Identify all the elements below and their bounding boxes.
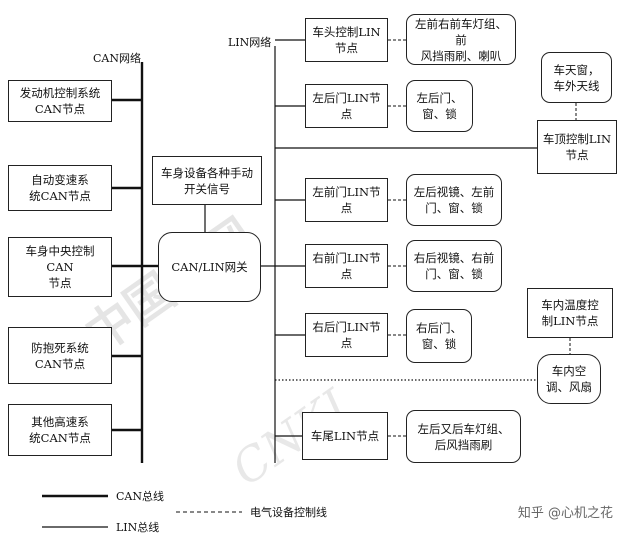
- device-interior-climate: 车内空 调、风扇: [537, 354, 601, 404]
- legend-control-line: 电气设备控制线: [250, 506, 327, 519]
- lin-node-rear: 车尾LIN节点: [302, 412, 388, 460]
- can-node-abs: 防抱死系统 CAN节点: [8, 327, 112, 384]
- zhihu-attribution: 知乎 @心机之花: [517, 506, 613, 521]
- lin-node-right-rear-door: 右后门LIN节 点: [305, 313, 388, 357]
- can-node-body-central: 车身中央控制CAN 节点: [8, 237, 112, 297]
- device-right-front-door: 右后视镜、右前 门、窗、锁: [406, 240, 502, 292]
- lin-node-right-front-door: 右前门LIN节 点: [305, 244, 388, 288]
- manual-switch-signals: 车身设备各种手动 开关信号: [152, 156, 262, 205]
- can-node-engine: 发动机控制系统 CAN节点: [8, 80, 112, 122]
- lin-node-left-rear-door: 左后门LIN节 点: [305, 84, 388, 128]
- lin-node-interior-temp: 车内温度控 制LIN节点: [527, 288, 613, 338]
- can-network-label: CAN网络: [93, 52, 141, 65]
- lin-node-roof: 车顶控制LIN 节点: [537, 120, 617, 174]
- device-rear: 左后又后车灯组、 后风挡雨刷: [406, 410, 521, 463]
- legend-can-bus: CAN总线: [116, 490, 164, 503]
- lin-node-left-front-door: 左前门LIN节 点: [305, 178, 388, 222]
- legend-lin-bus: LIN总线: [116, 521, 160, 534]
- device-right-rear-door: 右后门、 窗、锁: [406, 309, 472, 363]
- device-front: 左前右前车灯组、前 风挡雨刷、喇叭: [406, 14, 516, 65]
- can-lin-gateway: CAN/LIN网关: [158, 232, 261, 302]
- can-node-other: 其他高速系 统CAN节点: [8, 404, 112, 456]
- lin-node-front: 车头控制LIN 节点: [305, 18, 388, 62]
- can-node-transmission: 自动变速系 统CAN节点: [8, 165, 112, 211]
- device-left-rear-door: 左后门、 窗、锁: [406, 80, 473, 132]
- device-left-front-door: 左后视镜、左前 门、窗、锁: [406, 174, 502, 226]
- device-roof: 车天窗， 车外天线: [541, 52, 612, 103]
- lin-network-label: LIN网络: [228, 36, 272, 49]
